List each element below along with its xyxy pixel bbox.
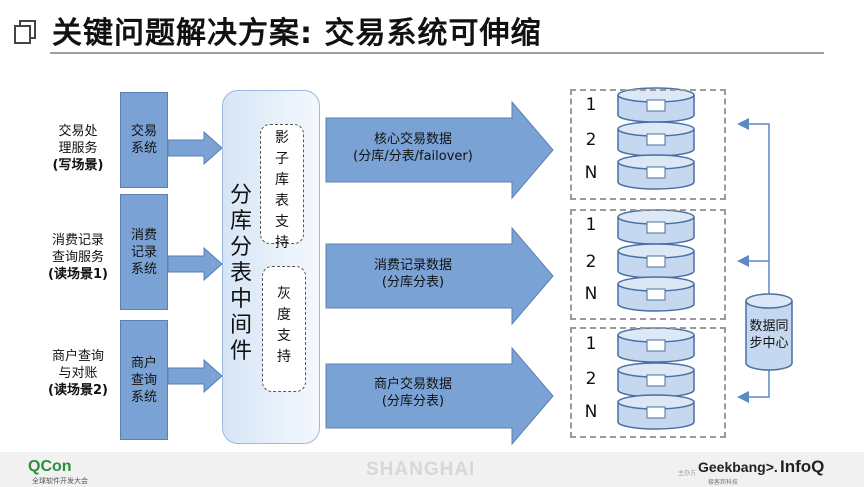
- db-label: 2: [585, 130, 597, 150]
- db-label: N: [584, 163, 598, 183]
- arrow-system-2: [167, 246, 223, 282]
- vertical-char: 影: [275, 130, 289, 146]
- sync-line-3: [737, 368, 770, 403]
- qcon-subtitle: 全球软件开发大会: [32, 477, 88, 485]
- db-label: 2: [585, 369, 597, 389]
- vertical-char: 持: [277, 349, 291, 365]
- vertical-char: 度: [277, 307, 291, 323]
- footer-bar: [0, 452, 864, 487]
- vertical-char: 子: [275, 151, 289, 167]
- vertical-char: 支: [275, 214, 289, 230]
- shadow-table-support-box: 影子库表支持: [260, 124, 304, 251]
- vertical-char: 库: [275, 172, 289, 188]
- vertical-char: 件: [229, 339, 252, 364]
- flow-label-core-trade: 核心交易数据 (分库/分表/failover): [353, 132, 473, 164]
- db-label: 1: [585, 215, 597, 235]
- db-label: N: [584, 284, 598, 304]
- arrow-system-3: [167, 358, 223, 394]
- document-icon: [646, 406, 666, 419]
- gray-release-support-box: 灰度支持: [262, 266, 306, 392]
- service-label-merchant: 商户查询 与对账 (读场景2): [48, 349, 108, 398]
- middleware-label: 分库分表中间件: [227, 183, 255, 365]
- database-cylinder: [617, 327, 695, 363]
- db-label: 1: [585, 334, 597, 354]
- document-icon: [646, 288, 666, 301]
- vertical-char: 中: [229, 287, 252, 312]
- database-cylinder: [617, 154, 695, 190]
- db-label: N: [584, 402, 598, 422]
- sync-center-cylinder: [745, 293, 793, 371]
- db-label: 2: [585, 252, 597, 272]
- document-icon: [646, 255, 666, 268]
- vertical-char: 分: [229, 183, 252, 208]
- vertical-char: 支: [277, 328, 291, 344]
- arrow-flow-2: [325, 226, 554, 326]
- city-watermark: SHANGHAI: [366, 459, 476, 480]
- vertical-char: 库: [229, 209, 252, 234]
- database-cylinder: [617, 209, 695, 245]
- page-title: 关键问题解决方案: 交易系统可伸缩: [52, 16, 542, 51]
- database-cylinder: [617, 87, 695, 123]
- gray-release-support-label: 灰度支持: [274, 284, 294, 368]
- document-icon: [646, 99, 666, 112]
- vertical-char: 表: [275, 193, 289, 209]
- vertical-char: 表: [229, 261, 252, 286]
- system-box-consume: 消费记录系统: [120, 194, 168, 310]
- document-icon: [646, 374, 666, 387]
- db-cluster-merchant: [570, 327, 726, 438]
- vertical-char: 间: [229, 313, 252, 338]
- host-label: 主办方: [678, 470, 697, 477]
- database-cylinder: [617, 121, 695, 157]
- db-label: 1: [585, 95, 597, 115]
- system-box-trade: 交易系统: [120, 92, 168, 188]
- database-cylinder: [617, 394, 695, 430]
- shadow-table-support-label: 影子库表支持: [272, 128, 292, 254]
- title-divider: [50, 52, 824, 54]
- document-icon: [646, 339, 666, 352]
- arrow-flow-3: [325, 346, 554, 446]
- slides-icon: [14, 20, 36, 44]
- vertical-char: 灰: [277, 286, 291, 302]
- geekbang-subtitle: 极客邦科技: [708, 479, 739, 486]
- service-label-trade: 交易处 理服务 (写场景): [52, 124, 104, 173]
- service-label-consume: 消费记录 查询服务 (读场景1): [48, 233, 108, 282]
- qcon-logo: QCon: [28, 458, 72, 475]
- flow-label-merchant: 商户交易数据 (分库分表): [373, 377, 452, 409]
- document-icon: [646, 166, 666, 179]
- system-box-merchant: 商户查询系统: [120, 320, 168, 440]
- arrow-system-1: [167, 130, 223, 166]
- diagram-canvas: [167, 87, 793, 446]
- flow-label-consume: 消费记录数据 (分库分表): [373, 258, 452, 290]
- vertical-char: 持: [275, 235, 289, 251]
- database-cylinder: [617, 276, 695, 312]
- arrow-flow-1: [325, 100, 554, 200]
- vertical-char: 分: [229, 235, 252, 260]
- db-cluster-consume: [570, 209, 726, 320]
- sync-line-1: [737, 118, 770, 294]
- database-cylinder: [617, 362, 695, 398]
- db-cluster-core-trade: [570, 89, 726, 200]
- infoq-logo: InfoQ: [780, 457, 825, 476]
- sync-center-label: 数据同 步中心: [749, 319, 789, 351]
- document-icon: [646, 221, 666, 234]
- document-icon: [646, 133, 666, 146]
- geekbang-logo: Geekbang>.: [698, 459, 778, 475]
